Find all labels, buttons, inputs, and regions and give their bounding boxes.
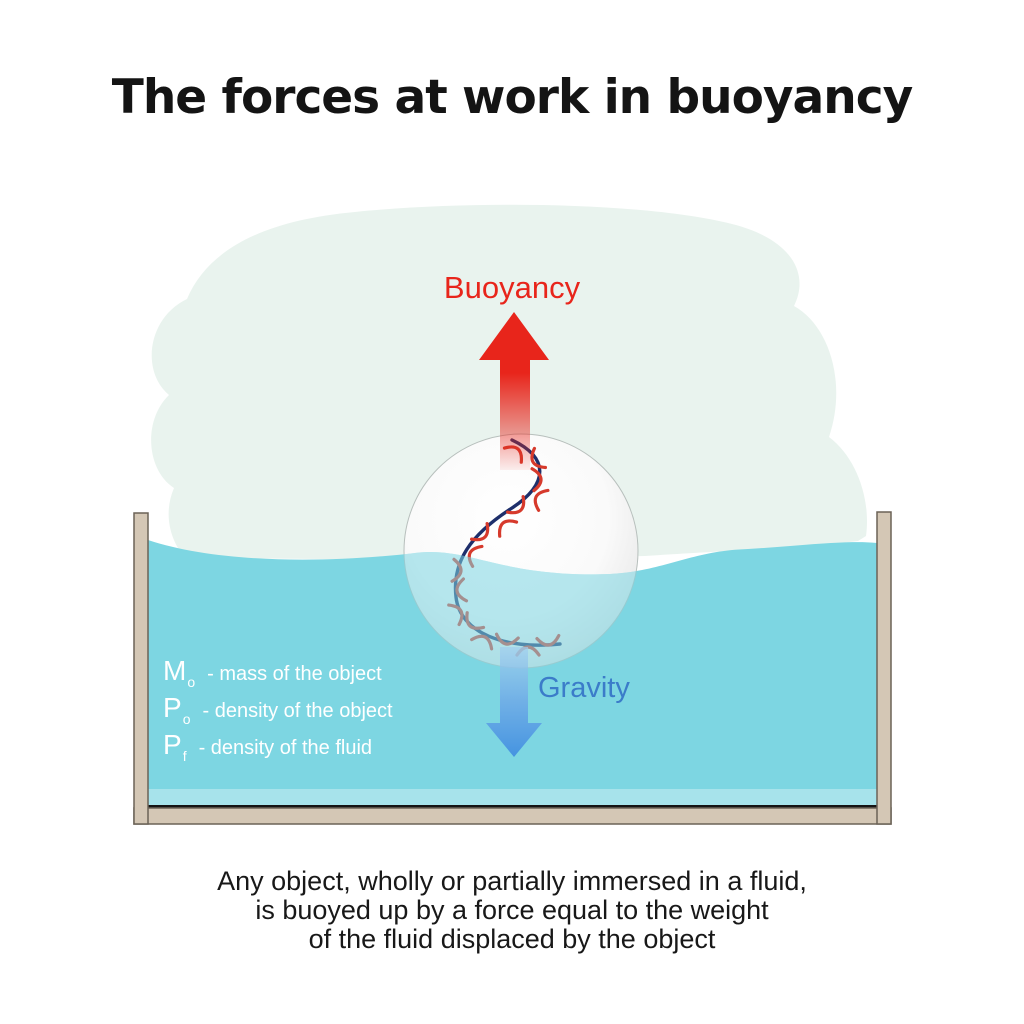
gravity-label: Gravity bbox=[538, 672, 630, 704]
caption-line: Any object, wholly or partially immersed… bbox=[217, 866, 807, 896]
legend-description: - mass of the object bbox=[207, 663, 382, 685]
tank-wall-left bbox=[133, 512, 149, 825]
legend-description: - density of the object bbox=[202, 700, 393, 722]
caption: Any object, wholly or partially immersed… bbox=[0, 867, 1024, 954]
caption-line: of the fluid displaced by the object bbox=[308, 924, 716, 954]
buoyancy-label: Buoyancy bbox=[443, 270, 581, 305]
legend-subscript: f bbox=[182, 748, 187, 764]
tank-bottom bbox=[133, 807, 892, 825]
tank-wall-right bbox=[876, 511, 892, 825]
legend-subscript: o bbox=[187, 674, 196, 690]
caption-line: is buoyed up by a force equal to the wei… bbox=[255, 895, 769, 925]
buoyancy-arrow-icon bbox=[479, 312, 549, 470]
legend: M o - mass of the object P o - density o… bbox=[163, 655, 393, 766]
legend-item-mass: M o - mass of the object bbox=[163, 655, 393, 692]
legend-item-object-density: P o - density of the object bbox=[163, 692, 393, 729]
tank-bottom-line bbox=[148, 805, 877, 808]
legend-subscript: o bbox=[182, 711, 191, 727]
gravity-arrow-icon bbox=[486, 647, 542, 757]
legend-symbol: P bbox=[163, 692, 182, 723]
tank-bottom-highlight bbox=[148, 789, 877, 806]
legend-symbol: M bbox=[163, 655, 187, 686]
page-title: The forces at work in buoyancy bbox=[111, 70, 913, 125]
legend-description: - density of the fluid bbox=[198, 737, 373, 759]
legend-item-fluid-density: P f - density of the fluid bbox=[163, 729, 393, 766]
legend-symbol: P bbox=[163, 729, 182, 760]
